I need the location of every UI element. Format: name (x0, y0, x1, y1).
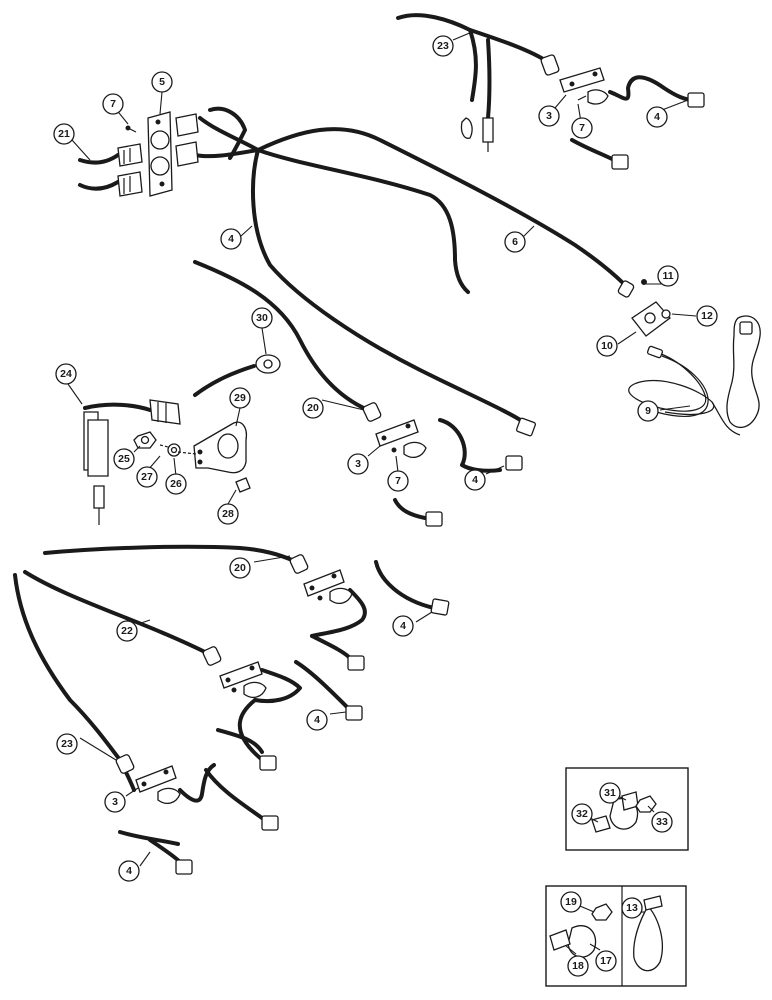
callout-5: 5 (151, 71, 173, 93)
callout-4-lower-mid: 4 (306, 709, 328, 731)
svg-text:5: 5 (159, 76, 165, 88)
callout-13: 13 (621, 897, 643, 919)
svg-text:22: 22 (121, 625, 133, 637)
callout-4-upper-mid: 4 (220, 228, 242, 250)
svg-text:20: 20 (307, 402, 319, 414)
svg-text:32: 32 (576, 808, 588, 820)
svg-text:13: 13 (626, 902, 638, 914)
callout-26: 26 (165, 473, 187, 495)
svg-text:25: 25 (118, 453, 130, 465)
svg-text:4: 4 (472, 474, 478, 486)
svg-text:4: 4 (654, 111, 660, 123)
svg-text:31: 31 (604, 787, 616, 799)
callout-4-top-right: 4 (646, 106, 668, 128)
top-right-connectors (460, 54, 705, 170)
svg-text:4: 4 (314, 714, 320, 726)
callout-4-middle: 4 (464, 469, 486, 491)
callout-4-lower-right: 4 (392, 615, 414, 637)
middle-connectors (362, 402, 536, 527)
svg-text:26: 26 (170, 478, 182, 490)
svg-text:3: 3 (546, 110, 552, 122)
callout-33: 33 (651, 811, 673, 833)
svg-text:3: 3 (112, 796, 118, 808)
callout-3-middle: 3 (347, 453, 369, 475)
callout-28: 28 (217, 503, 239, 525)
callout-25: 25 (113, 448, 135, 470)
callout-21: 21 (53, 123, 75, 145)
svg-text:19: 19 (565, 896, 577, 908)
svg-text:10: 10 (601, 340, 613, 352)
svg-text:33: 33 (656, 816, 668, 828)
svg-text:21: 21 (58, 128, 70, 140)
svg-text:4: 4 (228, 233, 234, 245)
svg-text:7: 7 (579, 122, 585, 134)
svg-text:30: 30 (256, 312, 268, 324)
svg-text:7: 7 (395, 475, 401, 487)
svg-text:29: 29 (234, 392, 246, 404)
joystick-assembly (617, 279, 761, 436)
callout-4-bottom: 4 (118, 860, 140, 882)
svg-text:11: 11 (662, 270, 673, 282)
callout-7-top-right: 7 (571, 117, 593, 139)
svg-text:9: 9 (645, 405, 651, 417)
bracket-5-assembly (117, 111, 199, 197)
svg-text:6: 6 (512, 236, 518, 248)
callout-22: 22 (116, 620, 138, 642)
lower-harness-wires (13, 544, 436, 864)
svg-text:4: 4 (126, 865, 132, 877)
callout-23-top: 23 (432, 35, 454, 57)
top-harness-wires (78, 13, 696, 520)
svg-text:23: 23 (437, 40, 449, 52)
svg-text:3: 3 (355, 458, 361, 470)
inset-box-13-19 (545, 885, 687, 987)
callout-31: 31 (599, 782, 621, 804)
callout-32: 32 (571, 803, 593, 825)
callout-7-top-left: 7 (102, 93, 124, 115)
callout-27: 27 (136, 466, 158, 488)
svg-text:4: 4 (400, 620, 406, 632)
svg-text:20: 20 (234, 562, 246, 574)
svg-text:24: 24 (60, 368, 72, 380)
callout-30: 30 (251, 307, 273, 329)
callout-18: 18 (567, 955, 589, 977)
svg-text:18: 18 (572, 960, 584, 972)
callout-24: 24 (55, 363, 77, 385)
callout-23-lower: 23 (56, 733, 78, 755)
callout-19: 19 (560, 891, 582, 913)
svg-text:12: 12 (701, 310, 713, 322)
lower-connectors (115, 554, 450, 875)
callout-9: 9 (637, 400, 659, 422)
callout-3-lower: 3 (104, 791, 126, 813)
callout-12: 12 (696, 305, 718, 327)
callout-20-middle: 20 (302, 397, 324, 419)
switch-assembly-24 (83, 354, 281, 525)
svg-text:28: 28 (222, 508, 234, 520)
svg-text:27: 27 (141, 471, 153, 483)
svg-text:17: 17 (600, 955, 612, 967)
callout-29: 29 (229, 387, 251, 409)
callout-7-middle: 7 (387, 470, 409, 492)
callout-10: 10 (596, 335, 618, 357)
callout-6: 6 (504, 231, 526, 253)
inset-box-31-33 (565, 767, 689, 851)
svg-text:23: 23 (61, 738, 73, 750)
callout-20-lower: 20 (229, 557, 251, 579)
callout-3-top: 3 (538, 105, 560, 127)
callout-11: 11 (657, 265, 679, 287)
svg-text:7: 7 (110, 98, 116, 110)
callout-17: 17 (595, 950, 617, 972)
